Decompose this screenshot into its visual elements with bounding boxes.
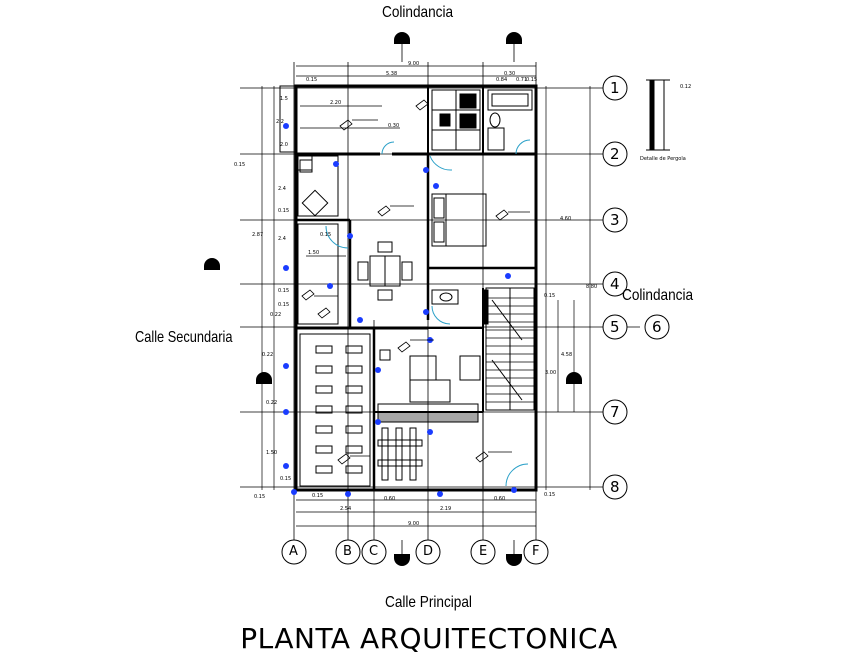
dim-top-sub: 5.38 <box>386 71 398 77</box>
dim-left: 2.4 <box>278 236 286 242</box>
dimension-lines <box>261 65 591 527</box>
dim-top-sub: 0.30 <box>504 71 516 77</box>
grid-row-7: 7 <box>610 403 620 421</box>
living-room <box>377 349 481 423</box>
dim-left: 0.22 <box>262 352 274 358</box>
dim-bottom-sub: 2.54 <box>340 506 352 512</box>
grid-row-6: 6 <box>652 318 662 336</box>
dim-right: 0.15 <box>544 293 556 299</box>
dim-right: 0.15 <box>544 492 556 498</box>
dim-bottom-sub: 0.60 <box>494 496 506 502</box>
col-bubbles <box>281 539 549 565</box>
dim-left: 2.2 <box>276 119 284 125</box>
dining-table <box>357 241 413 301</box>
grid-col-f: F <box>532 544 540 559</box>
west-street-label: Calle Secundaria <box>135 329 233 346</box>
dining-bottom <box>377 427 423 481</box>
dim-right: 4.58 <box>561 352 573 358</box>
dim-left: 0.15 <box>278 208 290 214</box>
dim-bottom-sub: 2.19 <box>440 506 452 512</box>
dim-inner: 0.30 <box>388 123 400 129</box>
bathroom-fixtures <box>431 89 533 151</box>
dim-inner: 0.12 <box>680 84 692 90</box>
dim-top-sub2: 0.84 <box>496 77 508 83</box>
dim-left: 2.0 <box>280 142 288 148</box>
dim-bottom-sub: 0.60 <box>384 496 396 502</box>
grid-row-4: 4 <box>610 275 620 293</box>
row-bubbles <box>602 75 670 500</box>
dim-left: 1.50 <box>266 450 278 456</box>
grid-row-8: 8 <box>610 478 620 496</box>
drawing-title: PLANTA ARQUITECTONICA <box>240 622 618 655</box>
dim-inner: 0.15 <box>320 232 332 238</box>
stairs <box>483 287 535 411</box>
grid-row-1: 1 <box>610 79 620 97</box>
dim-left: 0.22 <box>270 312 282 318</box>
kitchen <box>297 155 339 325</box>
grid-col-c: C <box>369 544 379 559</box>
dim-right: 8.80 <box>586 284 598 290</box>
dim-inner: 1.50 <box>308 250 320 256</box>
parking-area <box>299 333 371 487</box>
dim-left: 1.5 <box>280 96 288 102</box>
dim-inner: 2.20 <box>330 100 342 106</box>
dim-right: 3.00 <box>545 370 557 376</box>
north-neighbor-label: Colindancia <box>382 4 454 21</box>
dim-right: 4.60 <box>560 216 572 222</box>
light-points <box>283 123 517 497</box>
bed <box>431 193 487 247</box>
dim-left: 0.15 <box>234 162 246 168</box>
grid-col-b: B <box>343 544 352 559</box>
dim-top-sub: 0.15 <box>306 77 318 83</box>
dim-left: 0.15 <box>280 476 292 482</box>
pergola-detail-label: Detalle de Pergola <box>640 156 686 162</box>
grid-row-5: 5 <box>610 318 620 336</box>
south-street-label: Calle Principal <box>385 594 472 611</box>
dim-bottom-total: 9.00 <box>408 521 420 527</box>
dim-bottom-sub: 0.15 <box>254 494 266 500</box>
half-bath <box>431 289 459 305</box>
dim-left: 0.15 <box>278 288 290 294</box>
dim-top-sub2: 0.71 <box>516 77 528 83</box>
east-neighbor-label: Colindancia <box>622 287 694 304</box>
grid-col-e: E <box>479 544 488 559</box>
pergola-detail <box>646 79 670 151</box>
dim-left: 2.4 <box>278 186 286 192</box>
dim-left: 0.22 <box>266 400 278 406</box>
doors <box>325 139 531 487</box>
dim-top-sub: 0.15 <box>526 77 538 83</box>
level-symbols <box>301 99 530 465</box>
grid-col-a: A <box>289 544 298 559</box>
grid-row-2: 2 <box>610 145 620 163</box>
grid-col-d: D <box>423 544 434 559</box>
dim-top-total: 9.00 <box>408 61 420 67</box>
dim-left: 2.87 <box>252 232 264 238</box>
dim-left: 0.15 <box>278 302 290 308</box>
dim-bottom-sub: 0.15 <box>312 493 324 499</box>
section-markers <box>204 32 582 566</box>
grid-row-3: 3 <box>610 211 620 229</box>
